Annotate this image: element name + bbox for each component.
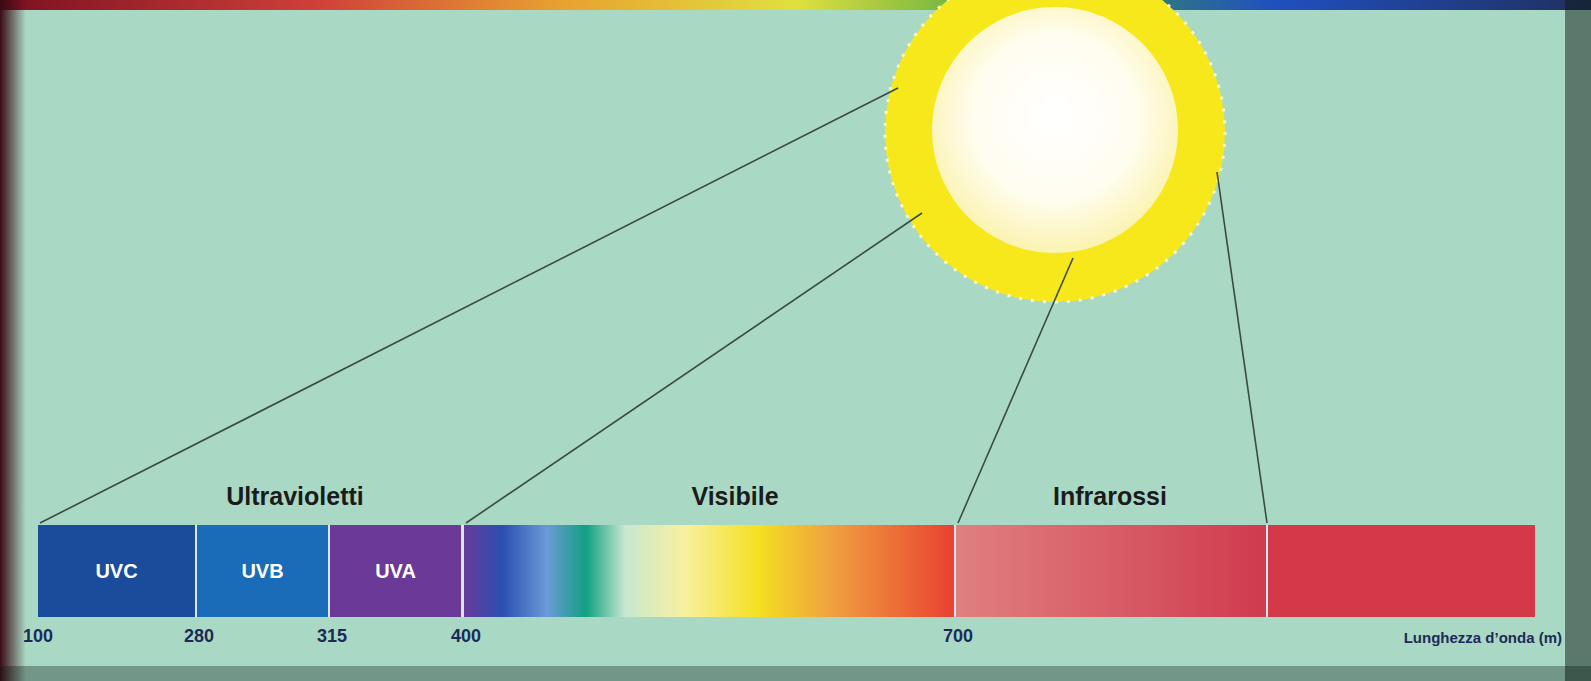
tick-value: 280 — [184, 626, 214, 647]
section-heading: Ultravioletti — [226, 482, 364, 511]
tick-value: 700 — [943, 626, 973, 647]
band-label: UVC — [95, 560, 137, 583]
axis-title: Lunghezza d’onda (m) — [1404, 629, 1562, 646]
band-label: UVA — [375, 560, 416, 583]
spectrum-band: UVC — [38, 525, 197, 617]
tick-value: 400 — [451, 626, 481, 647]
section-heading: Infrarossi — [1053, 482, 1167, 511]
spectrum-band: UVB — [197, 525, 330, 617]
tick-value: 100 — [23, 626, 53, 647]
section-heading: Visibile — [691, 482, 778, 511]
band-label: UVB — [241, 560, 283, 583]
tick-value: 315 — [317, 626, 347, 647]
spectrum-band: UVA — [330, 525, 463, 617]
